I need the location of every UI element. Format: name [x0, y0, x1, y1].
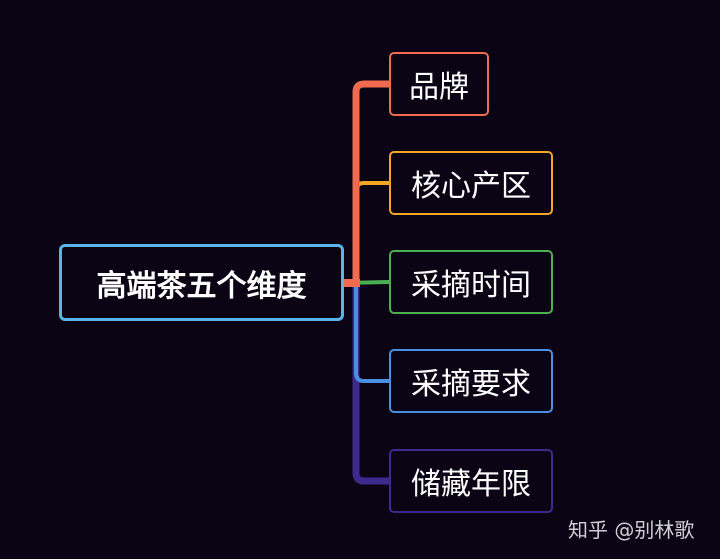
- root-topic-label: 高端茶五个维度: [96, 268, 307, 304]
- branch-topic-label: 储藏年限: [411, 467, 531, 502]
- branch-topic-brand[interactable]: 品牌: [389, 52, 489, 116]
- branch-topic-picking-requirements[interactable]: 采摘要求: [389, 349, 553, 413]
- root-topic[interactable]: 高端茶五个维度: [59, 244, 344, 321]
- branch-topic-label: 采摘要求: [411, 367, 531, 402]
- branch-topic-label: 采摘时间: [411, 268, 531, 303]
- branch-topic-core-region[interactable]: 核心产区: [389, 151, 553, 215]
- branch-topic-label: 品牌: [409, 70, 469, 105]
- branch-topic-storage-years[interactable]: 储藏年限: [389, 449, 553, 513]
- connector-picking-requirements: [354, 281, 391, 383]
- branch-topic-label: 核心产区: [411, 169, 531, 204]
- watermark: 知乎 @别林歌: [568, 518, 695, 542]
- branch-topic-picking-time[interactable]: 采摘时间: [389, 250, 553, 314]
- connector-brand: [352, 80, 393, 287]
- connector-storage-years: [352, 279, 393, 485]
- connector-core-region: [354, 181, 391, 285]
- root-connector-stub: [344, 279, 360, 287]
